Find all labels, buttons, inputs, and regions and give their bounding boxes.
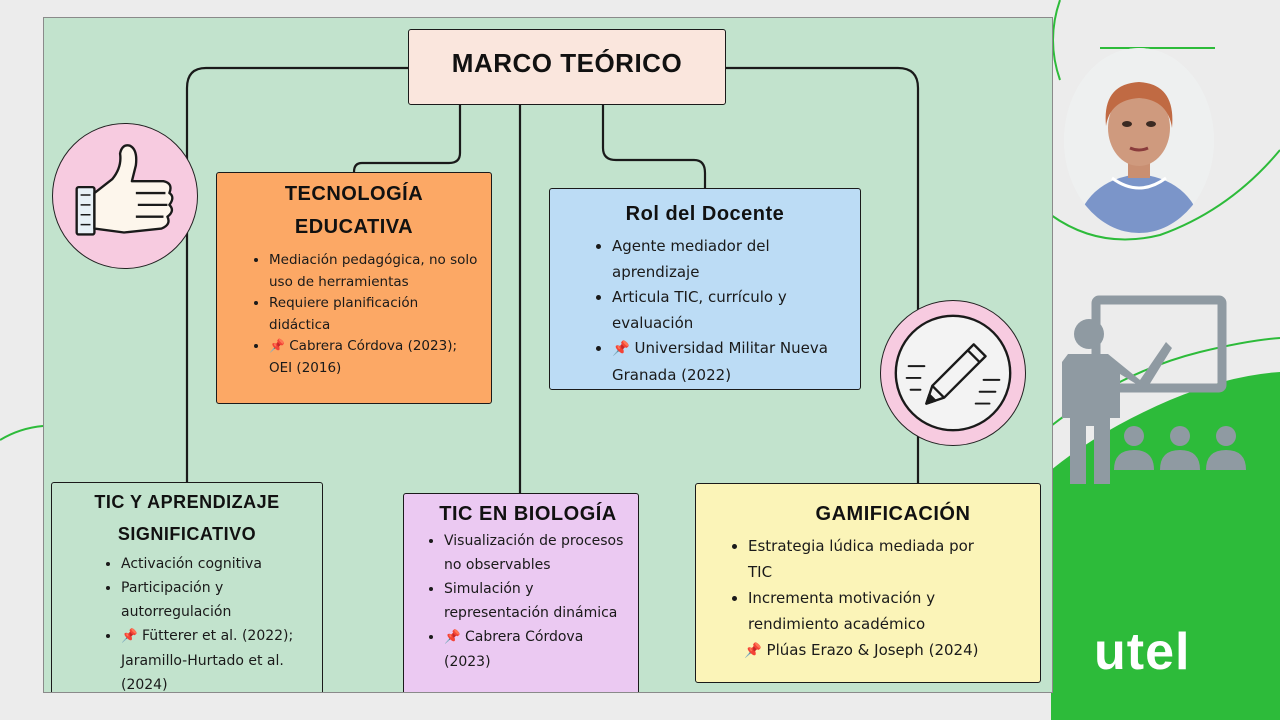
bullet-item: 📌 Universidad Militar Nueva Granada (202… <box>612 336 860 388</box>
utel-logo: utel <box>1094 623 1191 681</box>
concept-map-slide: MARCO TEÓRICO TECNOLOGÍA EDUCATIVA Media… <box>43 17 1053 693</box>
node-title: TIC EN BIOLOGÍA <box>439 503 617 525</box>
node-gamificacion: GAMIFICACIÓN Estrategia lúdica mediada p… <box>695 483 1041 683</box>
node-title-line: SIGNIFICATIVO <box>117 524 257 544</box>
bullet-item: Activación cognitiva <box>121 552 316 576</box>
pushpin-icon: 📌 <box>444 630 461 645</box>
bullet-item: 📌 Cabrera Córdova (2023); OEI (2016) <box>269 336 483 379</box>
connector-lines <box>185 66 920 493</box>
teacher-presentation-icon <box>1048 294 1260 484</box>
bullet-item: 📌 Fütterer et al. (2022); Jaramillo-Hurt… <box>121 624 316 692</box>
pushpin-icon: 📌 <box>121 629 138 644</box>
bullet-item: Requiere planificación didáctica <box>269 293 483 336</box>
node-rol-docente: Rol del Docente Agente mediador del apre… <box>549 188 861 390</box>
thumbs-up-icon <box>52 123 198 269</box>
node-title: TECNOLOGÍA EDUCATIVA <box>217 178 491 244</box>
pencil-icon <box>880 300 1026 446</box>
node-bullets: Agente mediador del aprendizaje Articula… <box>550 234 860 388</box>
node-bullets: Activación cognitiva Participación y aut… <box>52 552 322 692</box>
node-title-line: EDUCATIVA <box>294 216 414 238</box>
bullet-item: Agente mediador del aprendizaje <box>612 234 860 285</box>
bullet-item: Participación y autorregulación <box>121 576 316 624</box>
node-title: Rol del Docente <box>625 203 785 225</box>
edge-title-tic-aprendizaje <box>185 66 408 482</box>
presenter-video <box>1064 48 1214 233</box>
bullet-item: Simulación y representación dinámica <box>444 577 632 625</box>
bullet-item: Visualización de procesos no observables <box>444 529 632 577</box>
node-tic-aprendizaje: TIC Y APRENDIZAJE SIGNIFICATIVO Activaci… <box>51 482 323 692</box>
bullet-item: 📌 Plúas Erazo & Joseph (2024) <box>744 641 979 659</box>
edge-title-tecnologia <box>352 105 462 173</box>
node-title-line: TECNOLOGÍA <box>284 183 424 205</box>
node-tic-biologia: TIC EN BIOLOGÍA Visualización de proceso… <box>403 493 639 692</box>
pushpin-icon: 📌 <box>744 643 762 659</box>
node-title: TIC Y APRENDIZAJE SIGNIFICATIVO <box>52 486 322 550</box>
bullet-item: Incrementa motivación y rendimiento acad… <box>748 585 1000 637</box>
pushpin-icon: 📌 <box>612 341 630 357</box>
node-bullets: Visualización de procesos no observables… <box>404 529 638 674</box>
pushpin-icon: 📌 <box>269 339 285 354</box>
node-bullets: Estrategia lúdica mediada por TIC Increm… <box>696 533 1040 664</box>
bullet-item: Estrategia lúdica mediada por TIC <box>748 533 1000 585</box>
node-title-line: TIC Y APRENDIZAJE <box>94 492 280 512</box>
edge-title-rol <box>601 105 707 188</box>
bullet-item: Articula TIC, currículo y evaluación <box>612 285 860 336</box>
diagram-title: MARCO TEÓRICO <box>451 48 683 78</box>
edge-title-gamificacion <box>726 66 920 483</box>
bullet-item: 📌 Cabrera Córdova (2023) <box>444 625 632 674</box>
bullet-item: Mediación pedagógica, no solo uso de her… <box>269 250 483 293</box>
node-title: GAMIFICACIÓN <box>815 503 971 525</box>
node-bullets: Mediación pedagógica, no solo uso de her… <box>217 250 491 379</box>
node-tecnologia-educativa: TECNOLOGÍA EDUCATIVA Mediación pedagógic… <box>216 172 492 404</box>
title-node: MARCO TEÓRICO <box>408 29 726 105</box>
